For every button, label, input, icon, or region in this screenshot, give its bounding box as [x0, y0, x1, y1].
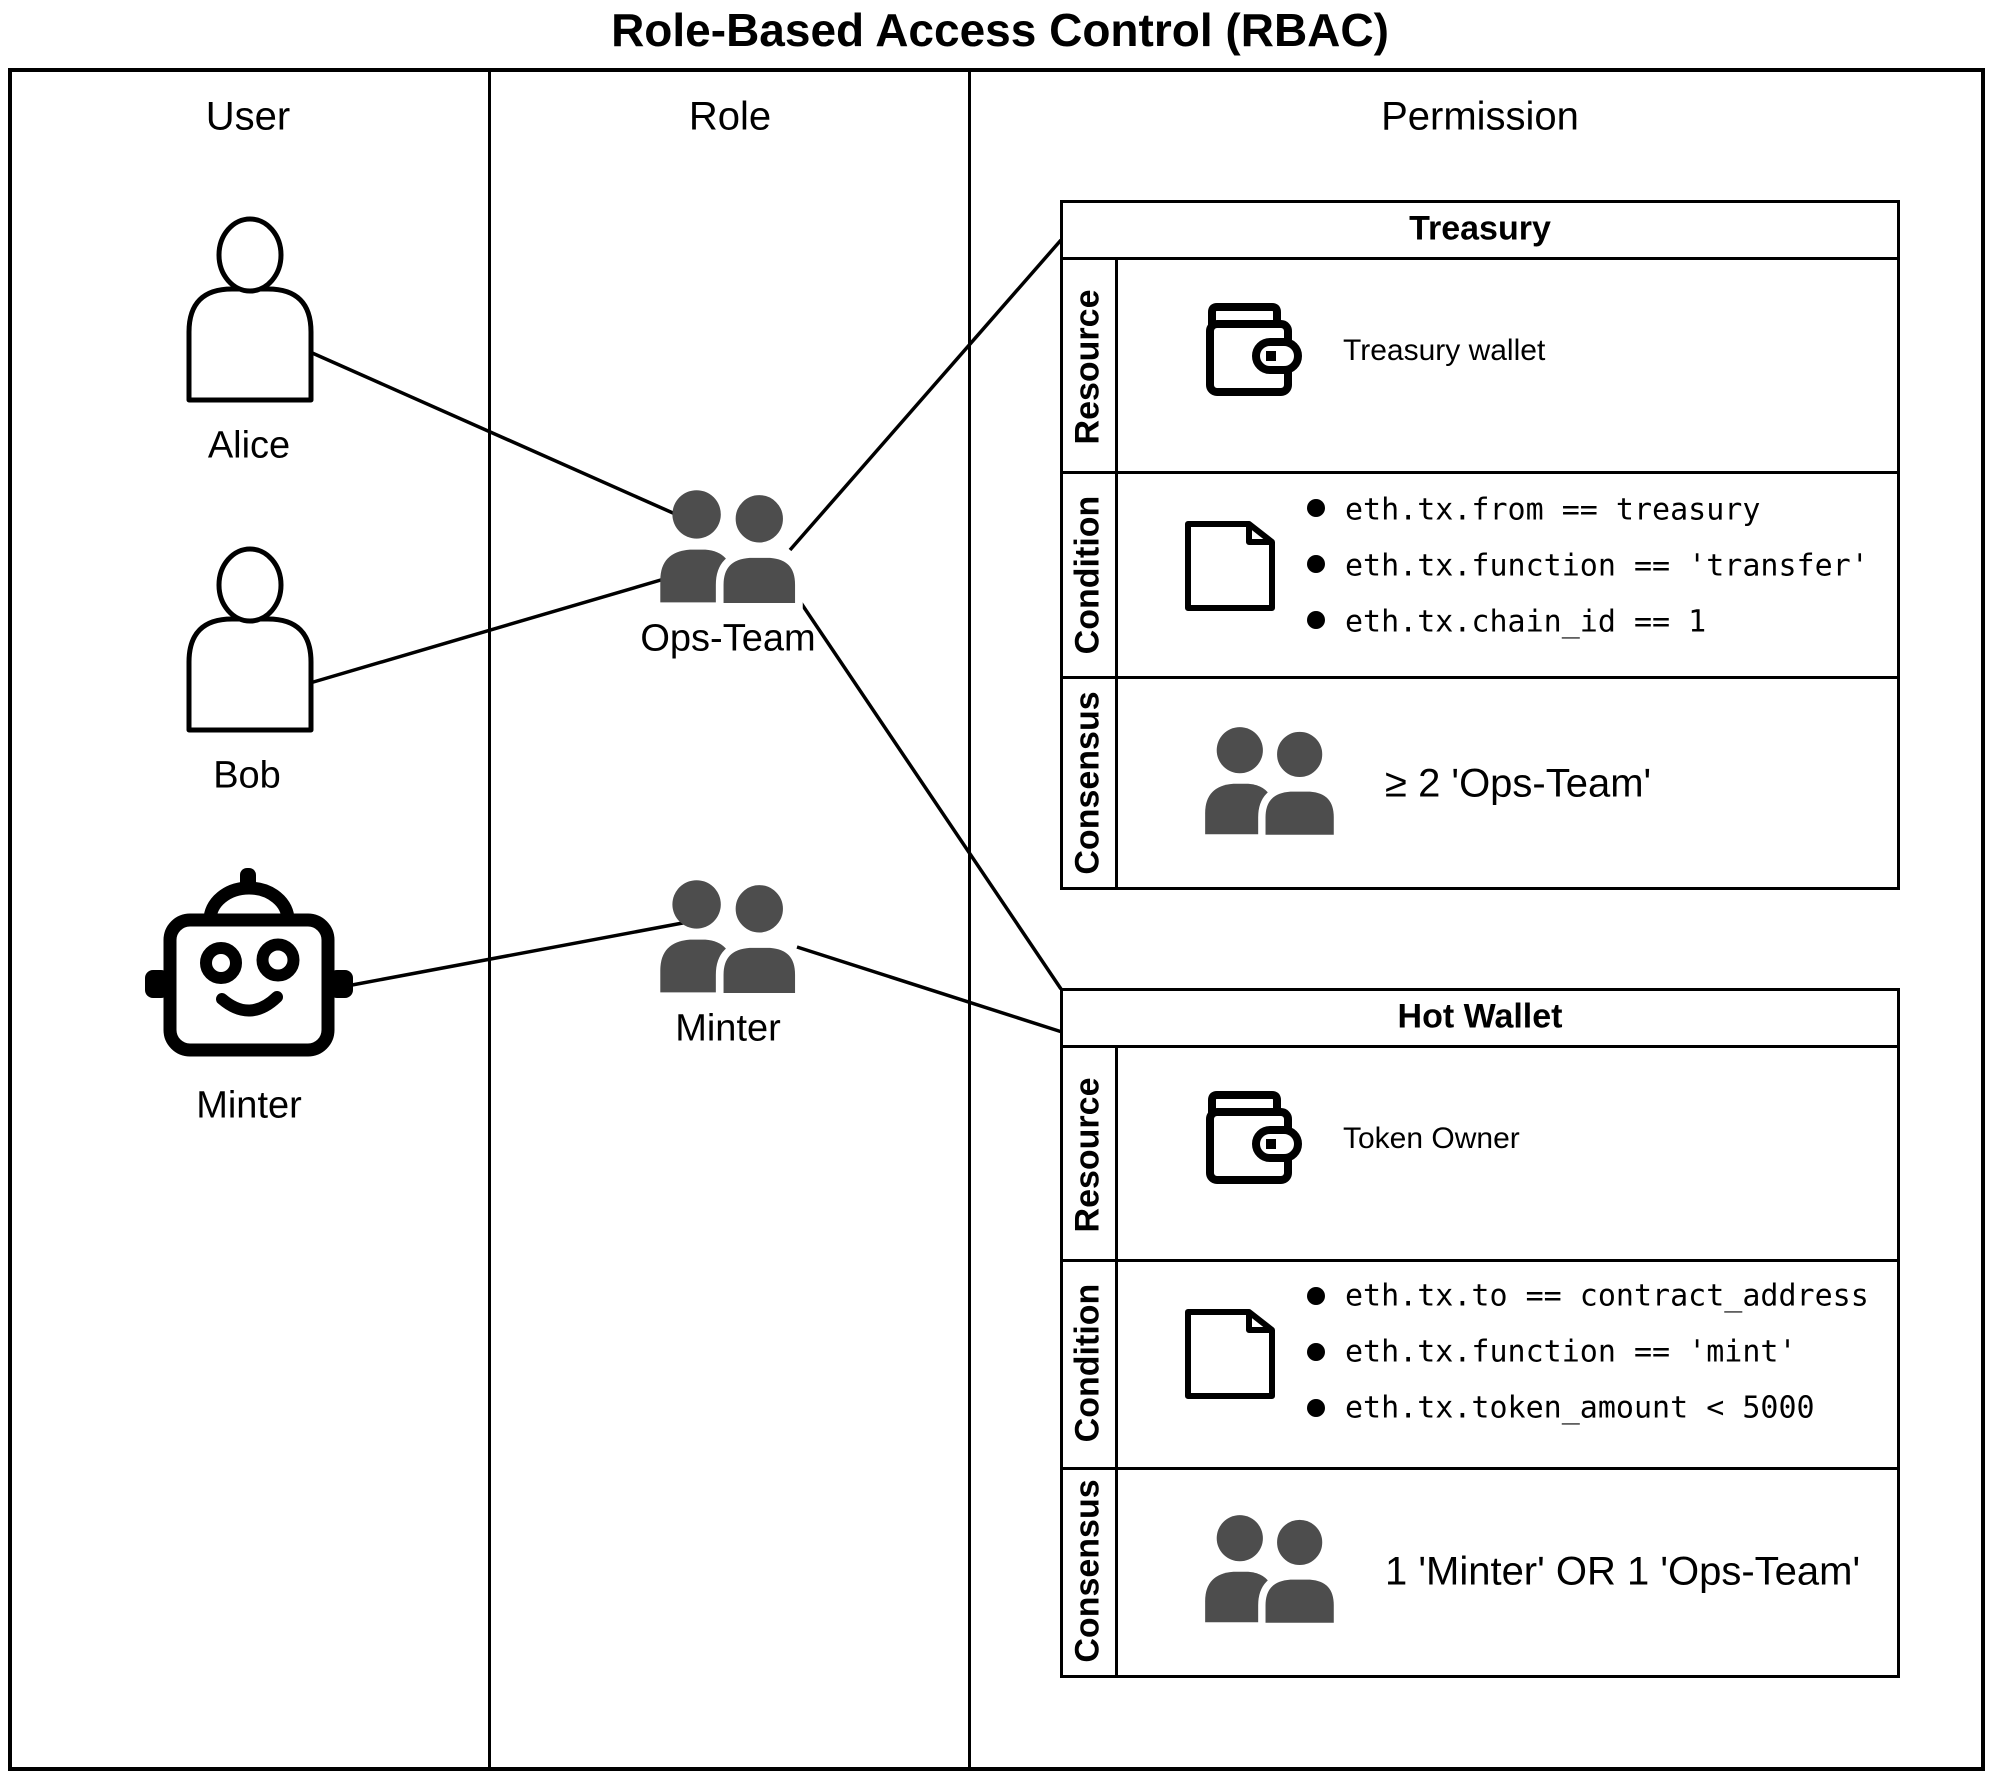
row-label-resource: Resource — [1068, 289, 1107, 445]
role-label-minter: Minter — [675, 1007, 781, 1050]
role-label-ops-team: Ops-Team — [640, 617, 816, 660]
condition-line: eth.tx.chain_id == 1 — [1345, 604, 1707, 640]
role-permission-divider — [968, 72, 971, 1771]
column-header-permission: Permission — [1381, 94, 1579, 139]
permission-title-hot-wallet: Hot Wallet — [1397, 997, 1563, 1036]
treasury-condition-divider — [1060, 676, 1900, 679]
consensus-value: 1 'Minter' OR 1 'Ops-Team' — [1385, 1549, 1861, 1594]
column-header-user: User — [205, 94, 291, 139]
condition-line: eth.tx.to == contract_address — [1345, 1278, 1869, 1314]
row-label-condition: Condition — [1068, 495, 1107, 655]
hot-wallet-header-divider — [1060, 1045, 1900, 1048]
hot-wallet-resource-divider — [1060, 1259, 1900, 1262]
page-title: Role-Based Access Control (RBAC) — [611, 4, 1389, 56]
condition-line: eth.tx.function == 'mint' — [1345, 1334, 1797, 1370]
treasury-label-divider — [1115, 260, 1118, 890]
consensus-value: ≥ 2 'Ops-Team' — [1385, 761, 1652, 806]
hot-wallet-condition-divider — [1060, 1467, 1900, 1470]
user-role-divider — [488, 72, 491, 1771]
row-label-consensus: Consensus — [1068, 1479, 1107, 1663]
condition-line: eth.tx.from == treasury — [1345, 492, 1761, 528]
treasury-resource-divider — [1060, 471, 1900, 474]
treasury-header-divider — [1060, 257, 1900, 260]
row-label-condition: Condition — [1068, 1283, 1107, 1443]
resource-value: Treasury wallet — [1343, 334, 1546, 367]
row-label-consensus: Consensus — [1068, 691, 1107, 875]
user-label-bob: Bob — [213, 754, 281, 797]
permission-title-treasury: Treasury — [1409, 209, 1551, 248]
user-label-minter: Minter — [196, 1084, 302, 1127]
hot-wallet-label-divider — [1115, 1048, 1118, 1678]
user-label-alice: Alice — [207, 424, 291, 467]
condition-line: eth.tx.token_amount < 5000 — [1345, 1390, 1815, 1426]
column-header-role: Role — [688, 94, 772, 139]
condition-line: eth.tx.function == 'transfer' — [1345, 548, 1869, 584]
resource-value: Token Owner — [1343, 1122, 1520, 1155]
row-label-resource: Resource — [1068, 1077, 1107, 1233]
